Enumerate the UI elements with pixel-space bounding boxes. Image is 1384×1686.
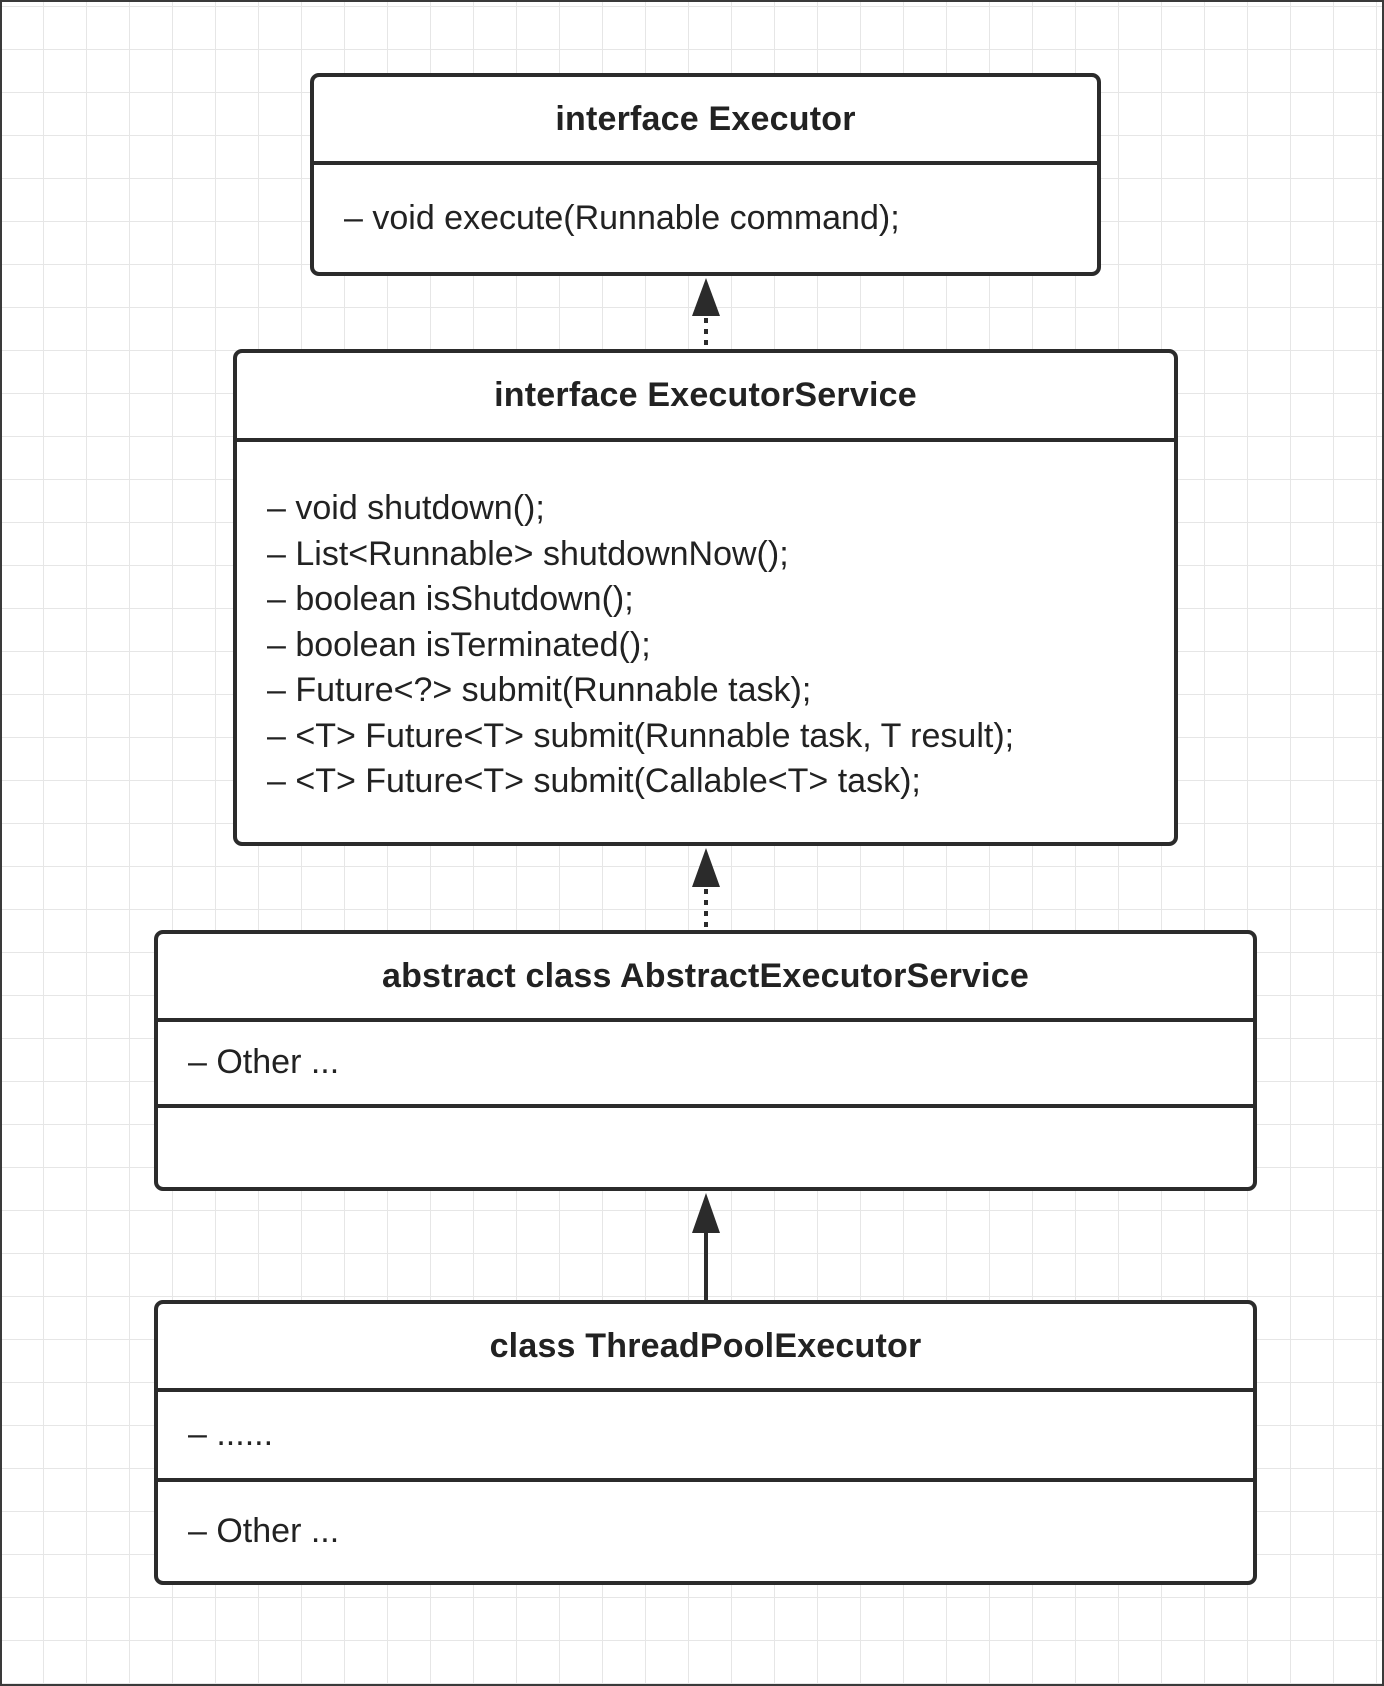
class-title: interface ExecutorService	[237, 353, 1174, 442]
member-item: – ......	[188, 1415, 274, 1454]
arrowhead-executor	[692, 278, 720, 316]
member-item: – void execute(Runnable command);	[344, 198, 900, 237]
member-item: – List<Runnable> shutdownNow();	[267, 534, 789, 573]
threadpoolexecutor-class-box: class ThreadPoolExecutor – ...... – Othe…	[154, 1300, 1257, 1585]
methods-section	[158, 1108, 1253, 1187]
member-item: – <T> Future<T> submit(Runnable task, T …	[267, 716, 1015, 755]
abstractexecutorservice-class-box: abstract class AbstractExecutorService –…	[154, 930, 1257, 1191]
executor-class-box: interface Executor – void execute(Runnab…	[310, 73, 1101, 276]
member-item: – void shutdown();	[267, 489, 545, 527]
class-title: class ThreadPoolExecutor	[158, 1304, 1253, 1392]
members-section: – void shutdown(); – List<Runnable> shut…	[237, 442, 1174, 842]
member-item: – boolean isTerminated();	[267, 625, 651, 664]
member-item: – Future<?> submit(Runnable task);	[267, 671, 812, 709]
member-item: – Other ...	[188, 1043, 340, 1082]
class-title: abstract class AbstractExecutorService	[158, 934, 1253, 1022]
members-section: – ......	[158, 1392, 1253, 1482]
executorservice-class-box: interface ExecutorService – void shutdow…	[233, 349, 1178, 846]
member-item: – boolean isShutdown();	[267, 580, 634, 618]
members-section: – void execute(Runnable command);	[314, 165, 1097, 272]
members-section: – Other ...	[158, 1022, 1253, 1108]
method-item: – Other ...	[188, 1511, 340, 1550]
arrowhead-abstract	[692, 1193, 720, 1233]
class-title: interface Executor	[314, 77, 1097, 165]
member-item: – <T> Future<T> submit(Callable<T> task)…	[267, 762, 921, 800]
arrowhead-executorservice	[692, 848, 720, 887]
methods-section: – Other ...	[158, 1482, 1253, 1581]
